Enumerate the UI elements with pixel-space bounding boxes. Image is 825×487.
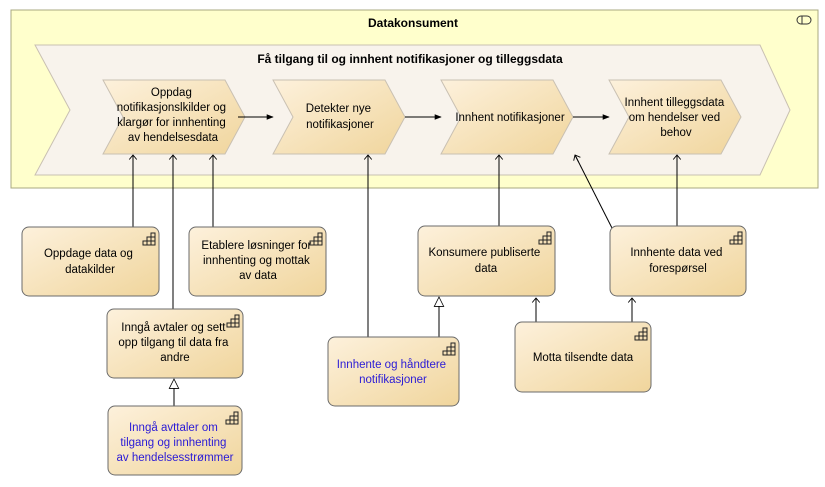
capability-icon <box>538 231 552 245</box>
capability-label: Etablere løsninger for innhenting og mot… <box>201 240 314 282</box>
capability-icon <box>442 342 456 356</box>
capability-c5[interactable]: Innhente og håndtere notifikasjoner <box>327 336 460 407</box>
capability-c8[interactable]: Innhente data ved forespørsel <box>609 225 747 297</box>
capability-icon <box>634 327 648 341</box>
toggle-icon <box>796 15 812 25</box>
capability-c6[interactable]: Konsumere publiserte data <box>417 225 556 297</box>
serving-arrows <box>128 154 682 337</box>
specialization-arrows <box>174 297 439 406</box>
capability-icon <box>142 232 156 246</box>
stage-label: Innhent tilleggsdata om hendelser ved be… <box>625 97 728 139</box>
capability-c7[interactable]: Motta tilsendte data <box>514 321 652 393</box>
capability-c1[interactable]: Oppdage data og datakilder <box>21 226 160 297</box>
value-stream-title: Få tilgang til og innhent notifikasjoner… <box>257 52 563 66</box>
capability-label: Oppdage data og datakilder <box>44 248 136 276</box>
value-stage-2[interactable]: Detekter nye notifikasjoner <box>272 79 406 155</box>
capability-c4[interactable]: Inngå avttaler om tilgang og innhenting … <box>107 405 243 476</box>
capability-link-label[interactable]: Inngå avttaler om tilgang og innhenting … <box>117 422 234 464</box>
capability-label: Motta tilsendte data <box>533 352 634 364</box>
capability-link-label[interactable]: Innhente og håndtere notifikasjoner <box>337 359 450 386</box>
capability-icon <box>225 411 239 425</box>
capability-label: Konsumere publiserte data <box>428 247 543 275</box>
capability-icon <box>729 231 743 245</box>
capability-c2[interactable]: Etablere løsninger for innhenting og mot… <box>188 226 327 297</box>
capability-icon <box>226 314 240 328</box>
capability-label: Innhente data ved forespørsel <box>630 247 725 275</box>
value-stage-3[interactable]: Innhent notifikasjoner <box>440 79 574 155</box>
capability-c3[interactable]: Inngå avtaler og sett opp tilgang til da… <box>106 308 244 379</box>
value-stage-4[interactable]: Innhent tilleggsdata om hendelser ved be… <box>608 79 742 155</box>
value-stage-1[interactable]: Oppdag notifikasjonslkilder og klargør f… <box>102 79 246 155</box>
stage-label: Innhent notifikasjoner <box>455 112 564 124</box>
stage-label: Oppdag notifikasjonslkilder og klargør f… <box>117 87 230 144</box>
capability-icon <box>309 232 323 246</box>
stage-label: Detekter nye notifikasjoner <box>306 103 374 131</box>
container-title: Datakonsument <box>368 16 458 30</box>
serve-arrow-c8-stream <box>573 154 614 231</box>
capability-label: Inngå avtaler og sett opp tilgang til da… <box>118 322 231 364</box>
